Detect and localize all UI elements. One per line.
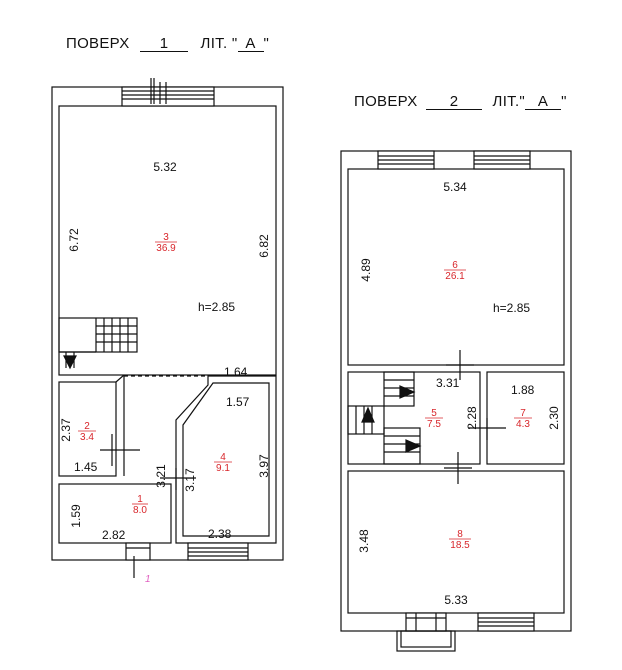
dim-right-height: 6.82 — [257, 234, 271, 258]
dim-282: 2.82 — [102, 528, 126, 542]
svg-text:7.5: 7.5 — [427, 419, 441, 430]
floor1-header-prefix: ПОВЕРХ — [66, 35, 130, 52]
floor2-outer-wall — [340, 150, 572, 632]
floor2-balcony-door — [396, 612, 456, 652]
svg-text:8.0: 8.0 — [133, 505, 147, 516]
floor2-header-prefix: ПОВЕРХ — [354, 93, 418, 110]
room-3-label: 3 36.9 — [155, 232, 177, 254]
room-6-label: 6 26.1 — [444, 260, 466, 282]
dim-145: 1.45 — [74, 460, 98, 474]
floor1-bottom-window — [187, 542, 249, 561]
dim-397: 3.97 — [257, 454, 271, 478]
dim-top-width-2: 5.34 — [443, 180, 467, 194]
svg-text:36.9: 36.9 — [156, 243, 176, 254]
svg-text:5: 5 — [431, 408, 437, 419]
floor1-lit-suffix: " — [263, 35, 270, 52]
floor1-lit-value: А — [237, 36, 264, 52]
svg-text:1: 1 — [137, 494, 143, 505]
floor2-lit-suffix: " — [561, 93, 567, 110]
svg-text:2: 2 — [84, 421, 90, 432]
dim-228: 2.28 — [465, 406, 479, 430]
floor2-header: ПОВЕРХ 2 ЛІТ."А" — [354, 93, 567, 110]
room-2-label: 2 3.4 — [78, 421, 96, 443]
room-1-label: 1 8.0 — [132, 494, 148, 516]
svg-text:3: 3 — [163, 232, 169, 243]
entrance-mark: 1 — [145, 574, 151, 585]
room-7-label: 7 4.3 — [514, 408, 532, 430]
floor1-plan — [51, 78, 284, 578]
svg-text:7: 7 — [520, 408, 526, 419]
floor1-labels: 5.32 6.72 6.82 h=2.85 1.64 1.57 2.37 1.4… — [59, 160, 271, 585]
floor2-stairs — [347, 371, 422, 465]
dim-238: 2.38 — [208, 527, 232, 541]
svg-text:18.5: 18.5 — [450, 540, 470, 551]
svg-text:6: 6 — [452, 260, 458, 271]
svg-text:4.3: 4.3 — [516, 419, 530, 430]
dim-left-height-2: 4.89 — [359, 258, 373, 282]
floor2-lit-value: А — [525, 94, 562, 110]
svg-text:8: 8 — [457, 529, 463, 540]
room-4-inner-wall — [182, 382, 270, 537]
ceiling-height: h=2.85 — [198, 300, 235, 314]
dim-159: 1.59 — [69, 504, 83, 528]
room-8-label: 8 18.5 — [449, 529, 471, 551]
svg-text:26.1: 26.1 — [445, 271, 465, 282]
dim-188: 1.88 — [511, 383, 535, 397]
floor1-number: 1 — [140, 36, 189, 52]
floor1-lit-label: ЛІТ. " — [200, 35, 238, 52]
dim-533: 5.33 — [444, 593, 468, 607]
room-1-outline — [58, 483, 172, 544]
dim-331: 3.31 — [436, 376, 460, 390]
svg-text:9.1: 9.1 — [216, 463, 230, 474]
dim-164: 1.64 — [224, 365, 248, 379]
floor2-lit-label: ЛІТ." — [492, 93, 526, 110]
ceiling-height-2: h=2.85 — [493, 301, 530, 315]
floor1-top-window — [121, 78, 215, 107]
dim-157: 1.57 — [226, 395, 250, 409]
floor2-plan — [340, 150, 572, 652]
dim-left-height: 6.72 — [67, 228, 81, 252]
room-8-outline — [347, 470, 565, 614]
floor2-top-window-left — [377, 150, 435, 170]
floor2-labels: 5.34 4.89 h=2.85 3.31 1.88 2.28 2.30 3.4… — [357, 180, 561, 607]
floor2-number: 2 — [426, 94, 483, 110]
floor1-outer-wall — [51, 86, 284, 561]
floor1-header: ПОВЕРХ 1 ЛІТ. "А" — [66, 35, 269, 52]
floor2-top-window-right — [473, 150, 531, 170]
floor2-bottom-window — [477, 612, 535, 632]
floor1-stairs — [58, 317, 138, 370]
dim-top-width: 5.32 — [153, 160, 177, 174]
room-5-label: 5 7.5 — [425, 408, 443, 430]
room-2-outline — [58, 381, 117, 477]
dim-237: 2.37 — [59, 418, 73, 442]
room-4-outline — [175, 375, 277, 544]
svg-text:3.4: 3.4 — [80, 432, 94, 443]
room-2-corner — [115, 374, 125, 383]
floor1-entrance-door — [125, 542, 151, 578]
dim-348: 3.48 — [357, 529, 371, 553]
svg-text:4: 4 — [220, 452, 226, 463]
dim-321: 3.21 — [154, 464, 168, 488]
room-4-label: 4 9.1 — [214, 452, 232, 474]
dim-317: 3.17 — [183, 468, 197, 492]
dim-230: 2.30 — [547, 406, 561, 430]
